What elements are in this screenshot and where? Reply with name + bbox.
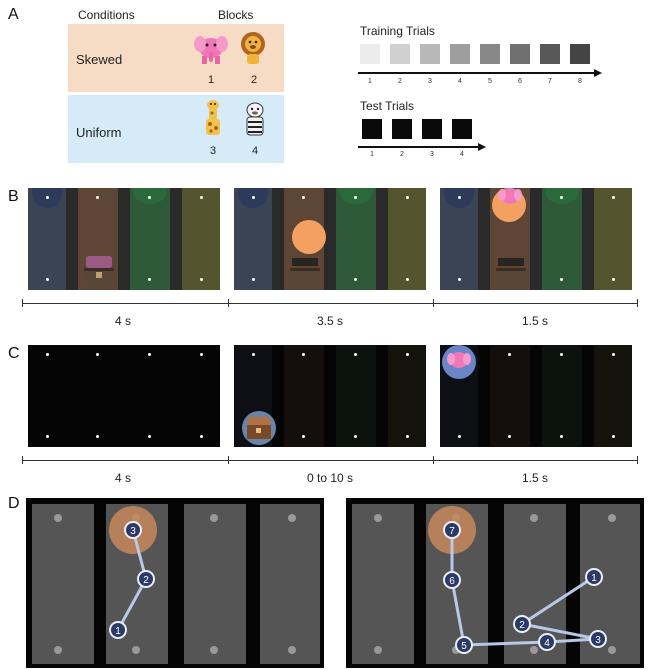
condition-skewed-box: Skewed 1 2 [68,24,284,92]
path-panel-left: 1 2 3 [26,498,324,668]
path-node-7: 7 [443,521,461,539]
test-trial-square [392,119,412,139]
svg-text:7: 7 [449,526,455,537]
conditions-header: Conditions [78,8,135,22]
treasure-chest-icon [82,254,116,288]
trial-c-screen-1 [28,345,220,447]
blocks-header: Blocks [218,8,254,22]
svg-text:3: 3 [130,526,136,537]
path-node-2: 2 [137,570,155,588]
path-panel-right: 1 2 3 4 5 6 7 [346,498,644,668]
svg-text:2: 2 [143,575,149,586]
svg-text:3: 3 [595,635,601,646]
condition-uniform-box: Uniform 3 4 [68,95,284,163]
treasure-chest-icon [246,417,272,441]
svg-text:2: 2 [519,620,525,631]
path-node-6: 6 [443,571,461,589]
svg-text:6: 6 [449,576,455,587]
trial-b-screen-1 [28,188,220,290]
trial-b-screen-2 [234,188,426,290]
training-tick-label: 8 [578,78,582,85]
training-tick-label: 7 [548,78,552,85]
path-node-5: 5 [455,636,473,654]
test-axis-arrow [478,142,486,151]
svg-text:1: 1 [115,626,121,637]
test-trial-square [422,119,442,139]
condition-uniform-label: Uniform [76,125,122,140]
timeline-b [22,303,638,304]
cursor-circle [292,220,326,254]
svg-text:1: 1 [591,573,597,584]
training-tick-label: 5 [488,78,492,85]
training-trial-square [510,44,530,64]
training-trial-square [420,44,440,64]
duration-c-2: 0 to 10 s [306,471,354,485]
duration-b-3: 1.5 s [521,314,548,328]
giraffe-icon [200,99,226,139]
training-tick-label: 6 [518,78,522,85]
trial-c-screen-3 [440,345,632,447]
path-node-4: 4 [538,633,556,651]
training-tick-label: 1 [368,78,372,85]
path-node-3: 3 [589,630,607,648]
path-node-1: 1 [585,568,603,586]
test-trials-title: Test Trials [360,99,415,113]
lion-icon [238,30,268,66]
block-number-1: 1 [207,74,215,86]
zebra-icon [242,101,268,139]
panel-label-d: D [8,495,20,512]
training-trial-square [540,44,560,64]
path-node-3: 3 [124,521,142,539]
svg-text:5: 5 [461,641,467,652]
training-tick-label: 3 [428,78,432,85]
training-trial-square [360,44,380,64]
test-tick-label: 1 [370,151,374,158]
elephant-icon [194,30,228,66]
duration-b-1: 4 s [114,314,131,328]
training-trials-title: Training Trials [360,24,435,38]
training-trial-square [570,44,590,64]
duration-b-2: 3.5 s [316,314,343,328]
open-chest-icon [288,258,322,288]
test-trial-square [452,119,472,139]
training-axis-arrow [594,68,602,77]
trial-c-screen-2 [234,345,426,447]
elephant-reward-icon [498,188,522,206]
panel-label-a: A [8,6,19,23]
training-trial-square [450,44,470,64]
test-tick-label: 2 [400,151,404,158]
svg-text:4: 4 [544,638,550,649]
condition-skewed-label: Skewed [76,52,123,67]
test-axis-line [358,146,478,148]
training-tick-label: 2 [398,78,402,85]
block-number-2: 2 [250,74,258,86]
panel-label-c: C [8,345,20,362]
elephant-reward-icon [447,349,471,371]
duration-c-1: 4 s [114,471,131,485]
training-trial-square [480,44,500,64]
timeline-c [22,460,638,461]
training-tick-label: 4 [458,78,462,85]
test-tick-label: 3 [430,151,434,158]
training-axis-line [358,72,594,74]
test-trial-square [362,119,382,139]
panel-label-b: B [8,188,19,205]
open-chest-icon [494,258,528,288]
path-node-1: 1 [109,621,127,639]
path-node-2: 2 [513,615,531,633]
block-number-4: 4 [251,145,259,157]
test-tick-label: 4 [460,151,464,158]
training-trial-square [390,44,410,64]
trial-b-screen-3 [440,188,632,290]
block-number-3: 3 [209,145,217,157]
duration-c-3: 1.5 s [521,471,548,485]
